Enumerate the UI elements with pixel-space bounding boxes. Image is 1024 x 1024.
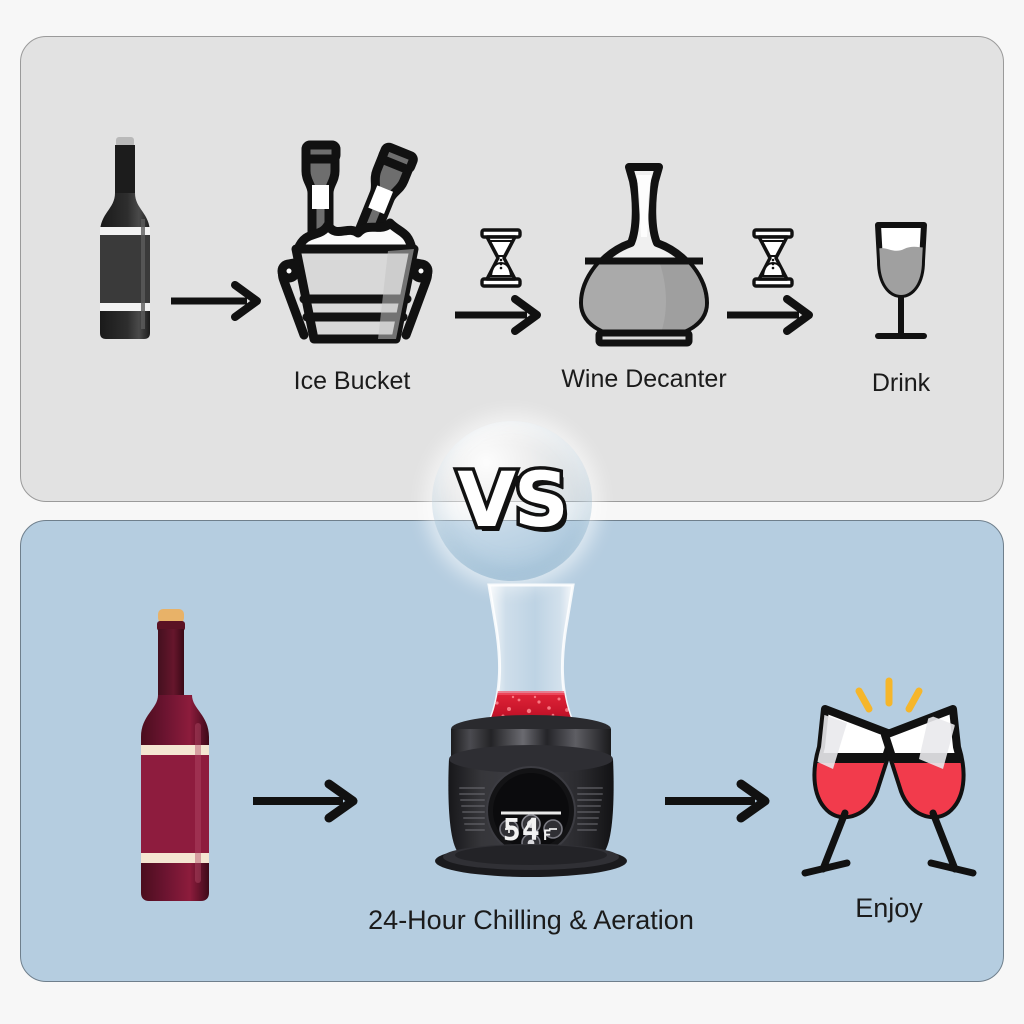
connector-arrow-1 [169,281,269,321]
connector-arrow-2 [453,227,549,335]
arrow-right-icon [171,281,261,321]
hourglass-icon [752,228,794,288]
arrow-right-icon [253,779,358,823]
step-wine-bottle [65,133,185,361]
connector-arrow-bottom-2 [661,779,781,823]
device-temperature-display: 54 F [487,813,567,848]
temperature-value: 54 [502,813,541,848]
wine-bottle-icon [88,133,162,343]
connector-arrow-3 [725,227,821,335]
wine-glass-icon [858,215,944,347]
temperature-unit: F [542,828,552,844]
product-method-panel: 24-Hour Chilling & Aeration 54 F [20,520,1004,982]
step-label: 24-Hour Chilling & Aeration [368,905,694,935]
step-label: Ice Bucket [293,367,411,395]
vs-badge: VS [432,421,592,581]
arrow-right-icon [665,779,770,823]
step-drink: Drink [831,215,971,398]
step-wine-decanter: Wine Decanter [539,157,749,394]
hourglass-icon [480,228,522,288]
connector-arrow-bottom-1 [249,779,369,823]
arrow-right-icon [727,295,813,335]
ice-bucket-icon [262,121,442,351]
cheers-glasses-icon [789,673,989,885]
step-label: Drink [871,369,931,397]
vs-badge-label: VS [454,451,573,547]
arrow-right-icon [455,295,541,335]
step-red-wine-bottle [95,605,255,915]
step-label: Wine Decanter [561,365,727,393]
step-ice-bucket: Ice Bucket [257,121,447,396]
wine-decanter-icon [559,157,729,347]
step-wine-chiller: 24-Hour Chilling & Aeration [331,581,731,936]
red-wine-bottle-icon [125,605,225,905]
step-label: Enjoy [855,893,923,923]
wine-chiller-decanter-icon [401,581,661,901]
step-enjoy: Enjoy [789,673,989,924]
